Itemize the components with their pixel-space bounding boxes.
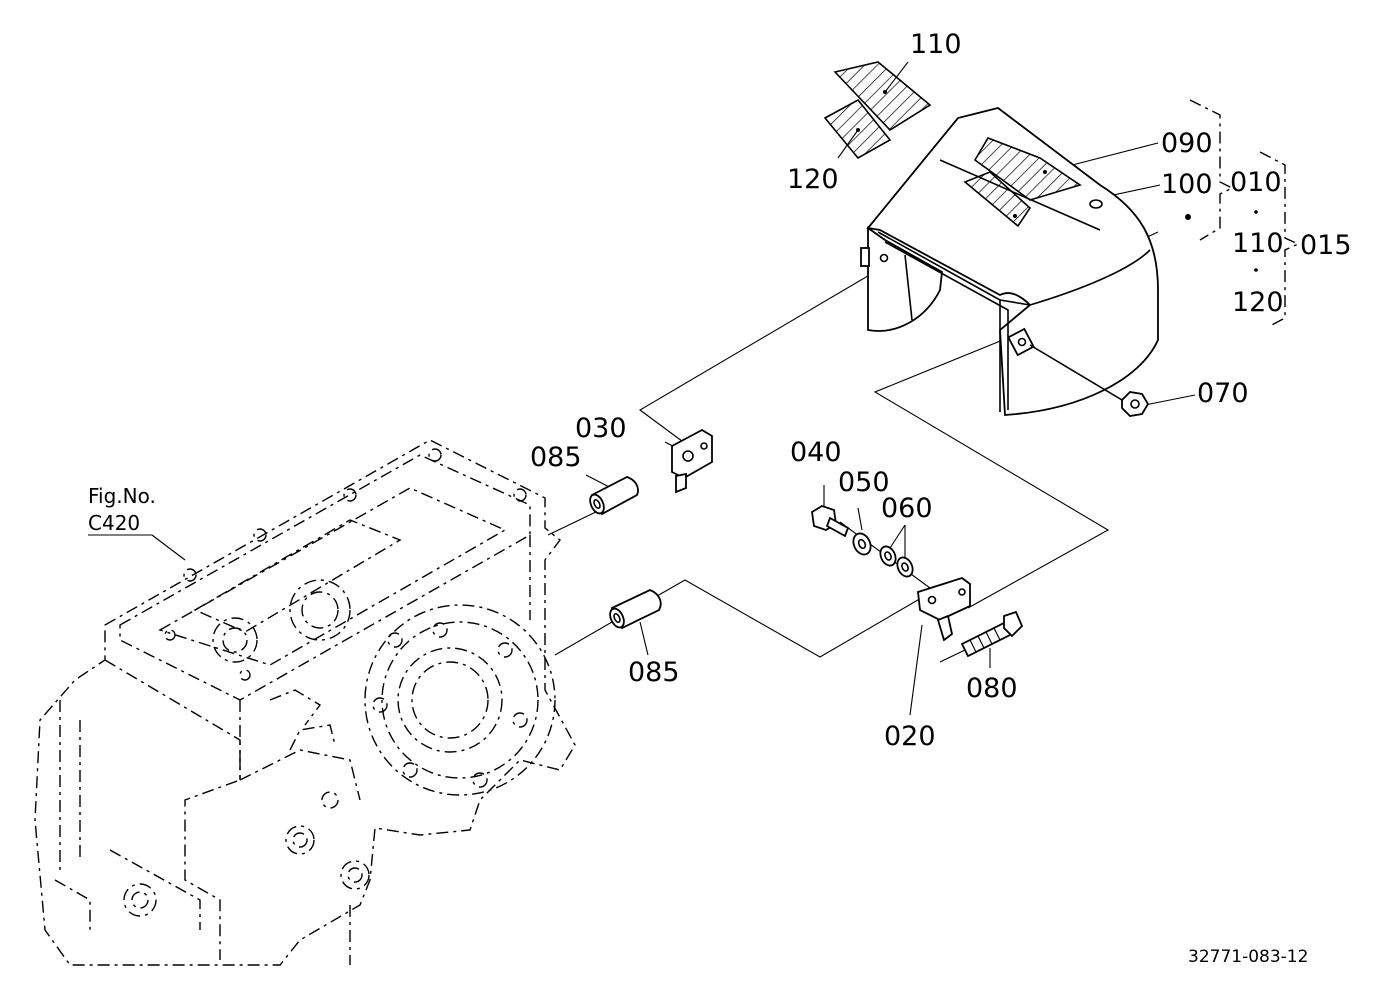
callout-085-upper: 085	[530, 442, 582, 473]
callout-085-lower: 085	[628, 657, 680, 688]
spacer-085-upper-drawing	[589, 476, 639, 516]
transmission-housing-drawing	[34, 439, 576, 966]
figure-reference-label: Fig.No.	[88, 484, 156, 508]
callout-110-top: 110	[910, 29, 962, 60]
callout-100: 100	[1161, 169, 1213, 200]
callout-050: 050	[838, 467, 890, 498]
figure-reference-number: C420	[88, 511, 140, 535]
callout-110-group: 110	[1232, 228, 1284, 259]
spacer-085-lower-drawing	[609, 589, 662, 630]
decal-label-110-drawing	[833, 61, 932, 132]
bracket-020-drawing	[917, 577, 971, 642]
washer-050-drawing	[852, 532, 872, 556]
bolt-040-drawing	[811, 505, 850, 538]
washer-060-drawing	[879, 545, 914, 578]
cover-010-drawing	[860, 107, 1191, 416]
assembly-group-brackets	[1189, 99, 1300, 327]
callout-080: 080	[966, 673, 1018, 704]
callout-010: 010	[1230, 167, 1282, 198]
figure-reference: Fig.No. C420	[88, 484, 156, 535]
callout-020: 020	[884, 721, 936, 752]
callout-015: 015	[1300, 230, 1352, 261]
nut-070-drawing	[1029, 344, 1150, 417]
bolt-080-drawing	[960, 610, 1024, 658]
callout-060: 060	[881, 493, 933, 524]
callout-120-top: 120	[787, 164, 839, 195]
decal-label-120-drawing	[823, 98, 892, 160]
callout-030: 030	[575, 413, 627, 444]
bracket-030-drawing	[671, 428, 713, 494]
callout-090: 090	[1161, 128, 1213, 159]
callout-120-group: 120	[1232, 287, 1284, 318]
callout-labels: 110 120 090 100 010 110 015 120 070 030 …	[530, 29, 1352, 752]
callout-070: 070	[1197, 378, 1249, 409]
drawing-number: 32771-083-12	[1188, 947, 1308, 967]
callout-040: 040	[790, 437, 842, 468]
